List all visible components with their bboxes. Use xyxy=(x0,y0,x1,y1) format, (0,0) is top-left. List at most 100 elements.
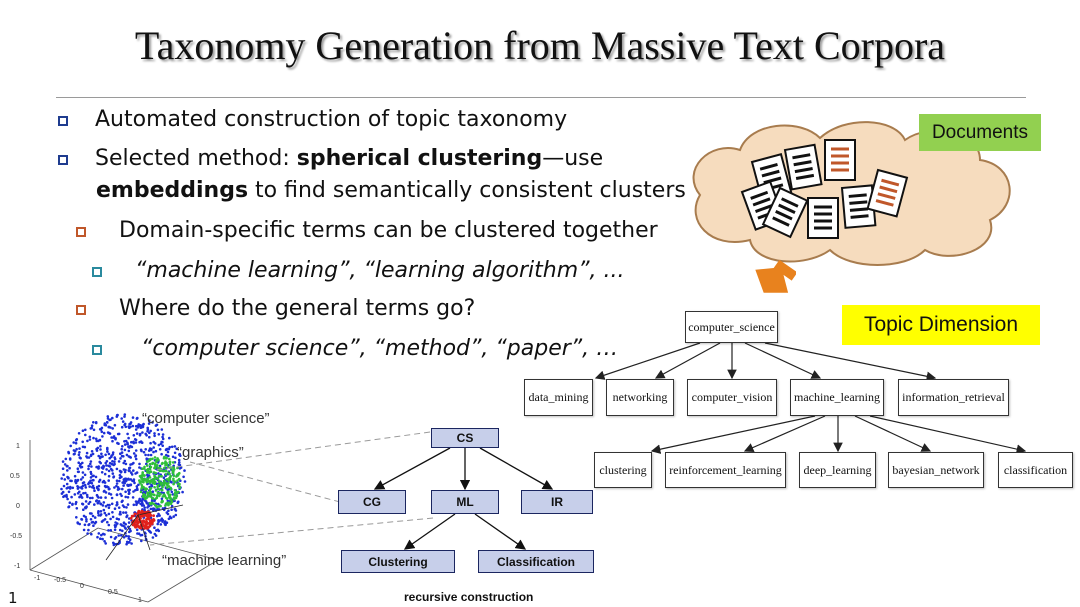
sphere-point xyxy=(70,479,73,483)
sphere-point xyxy=(81,502,85,506)
sphere-point xyxy=(129,456,132,459)
sub-bullet-1-text: Domain-specific terms can be clustered t… xyxy=(119,218,658,243)
sphere-point xyxy=(97,510,100,513)
sphere-point xyxy=(120,470,123,473)
sphere-point xyxy=(173,507,177,511)
sub-bullet-1-example: “machine learning”, “learning algorithm”… xyxy=(92,257,625,285)
sphere-point xyxy=(170,508,173,511)
sphere-point xyxy=(137,501,140,504)
sphere-point xyxy=(115,501,119,504)
sphere-point xyxy=(92,478,95,482)
sphere-point xyxy=(101,504,105,507)
sphere-point xyxy=(93,503,96,506)
sphere-point xyxy=(122,511,125,514)
sphere-point xyxy=(68,501,72,504)
sphere-point xyxy=(109,517,112,521)
sphere-point xyxy=(89,427,93,430)
sphere-point xyxy=(177,458,181,462)
sphere-point xyxy=(118,512,122,516)
sphere-point xyxy=(183,480,187,483)
sphere-point xyxy=(160,462,164,466)
sphere-point xyxy=(140,520,144,524)
sphere-point xyxy=(127,488,130,492)
sphere-point xyxy=(143,478,146,482)
sphere-point xyxy=(87,467,90,471)
sphere-point xyxy=(151,480,155,484)
sphere-point xyxy=(138,433,142,437)
sphere-point xyxy=(181,490,184,494)
sphere-point xyxy=(160,452,163,456)
sphere-point xyxy=(71,502,74,506)
sphere-point xyxy=(62,484,66,488)
sphere-point xyxy=(94,421,98,424)
sphere-point xyxy=(171,455,175,459)
sphere-point xyxy=(133,438,137,441)
sphere-point xyxy=(117,506,121,509)
sphere-point xyxy=(117,534,120,537)
sphere-point xyxy=(63,478,67,481)
sphere-point xyxy=(115,493,119,496)
documents-tag: Documents xyxy=(919,114,1041,151)
square-bullet-icon xyxy=(92,345,102,355)
sphere-point xyxy=(153,456,157,459)
sphere-point xyxy=(167,509,170,513)
sphere-point xyxy=(143,493,147,497)
sphere-point xyxy=(170,445,174,449)
sphere-point xyxy=(155,494,159,497)
sphere-point xyxy=(174,513,178,517)
sphere-point xyxy=(85,455,88,458)
dashed-connectors xyxy=(149,431,434,546)
sphere-point xyxy=(103,511,107,515)
sphere-point xyxy=(139,502,142,506)
sphere-point xyxy=(149,531,153,534)
sphere-point xyxy=(128,466,132,470)
sphere-point xyxy=(158,464,162,468)
sphere-point xyxy=(170,481,173,484)
sphere-point xyxy=(144,448,147,451)
sphere-point xyxy=(151,421,154,424)
sphere-point xyxy=(61,490,65,494)
sphere-point xyxy=(124,495,127,499)
sphere-point xyxy=(110,502,114,506)
sphere-point xyxy=(136,488,139,491)
sphere-point xyxy=(75,447,78,451)
sphere-point xyxy=(161,499,164,503)
sphere-point xyxy=(146,491,149,494)
sphere-point xyxy=(164,473,168,476)
sphere-point xyxy=(160,428,164,431)
sphere-point xyxy=(124,511,128,514)
sphere-point xyxy=(178,461,181,464)
sphere-point xyxy=(102,501,106,504)
sphere-point xyxy=(168,472,171,476)
sphere-point xyxy=(115,484,118,488)
sphere-point xyxy=(172,515,175,518)
sphere-point xyxy=(147,422,151,425)
sphere-point xyxy=(89,462,92,466)
bullet-1-text: Automated construction of topic taxonomy xyxy=(95,107,568,132)
sphere-point xyxy=(92,474,95,478)
sphere-point xyxy=(97,514,100,517)
y-tick-label: -1 xyxy=(14,563,20,570)
sphere-point xyxy=(157,433,161,436)
sphere-point xyxy=(74,438,78,442)
sphere-point xyxy=(94,520,98,524)
sphere-point xyxy=(161,485,164,489)
sphere-point xyxy=(66,497,69,501)
sphere-point xyxy=(140,500,144,503)
sphere-point xyxy=(88,485,91,488)
sphere-point xyxy=(99,513,103,516)
sphere-point xyxy=(61,460,65,463)
sphere-point xyxy=(76,485,79,488)
sphere-point xyxy=(149,441,152,445)
sphere-point xyxy=(107,529,110,532)
sphere-point xyxy=(80,486,83,490)
sphere-point xyxy=(78,522,81,526)
sphere-point xyxy=(173,445,177,448)
sphere-point xyxy=(115,467,119,471)
sphere-point xyxy=(127,535,131,538)
sphere-point xyxy=(138,424,142,428)
sphere-point xyxy=(146,526,150,529)
sphere-point xyxy=(120,451,124,454)
sphere-point xyxy=(140,474,143,478)
sphere-point xyxy=(153,482,156,485)
